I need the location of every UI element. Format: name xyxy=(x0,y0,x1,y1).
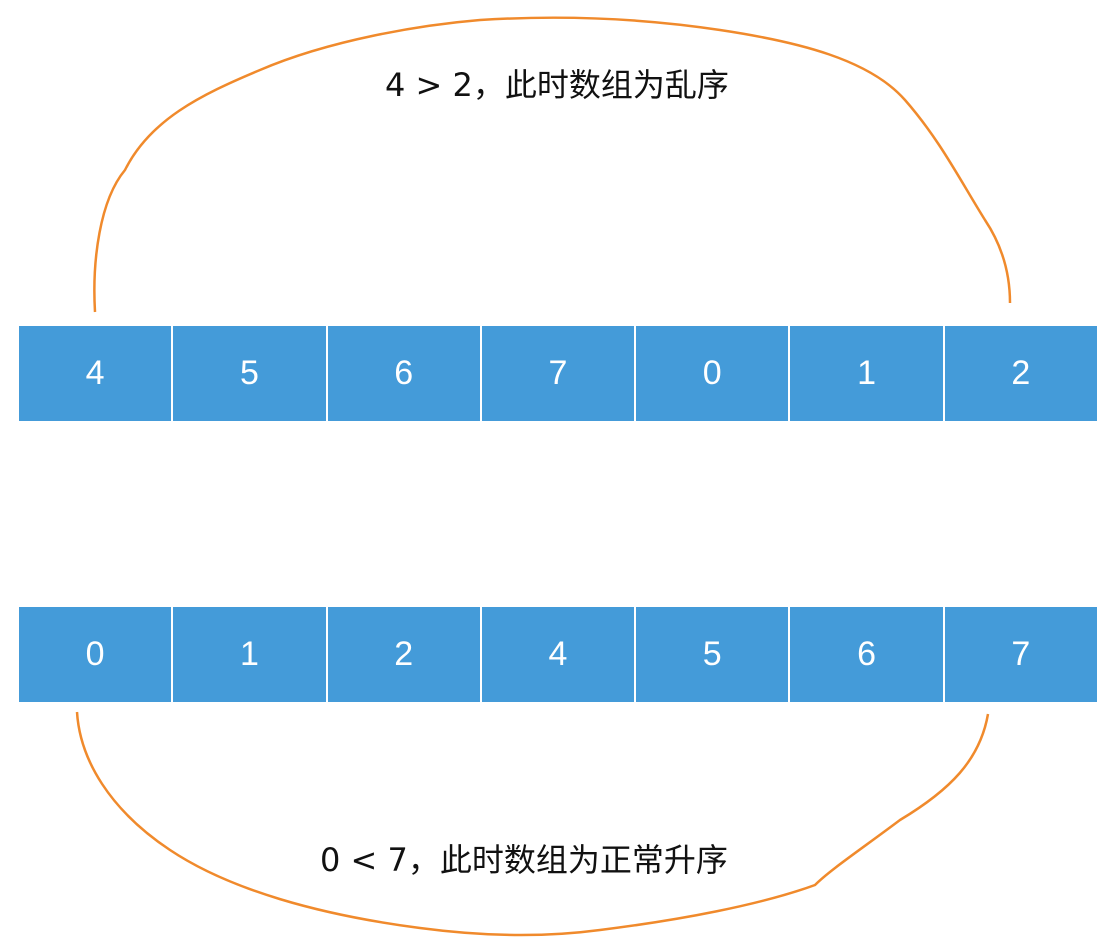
sorted-array: 0 1 2 4 5 6 7 xyxy=(19,607,1097,702)
array-cell: 2 xyxy=(944,326,1097,421)
top-connector-curve xyxy=(93,16,1012,313)
bottom-caption: 0 < 7，此时数组为正常升序 xyxy=(320,841,728,879)
array-cell: 6 xyxy=(790,607,943,702)
array-cell: 1 xyxy=(790,326,943,421)
array-cell: 4 xyxy=(19,326,172,421)
array-cell: 5 xyxy=(636,607,789,702)
bottom-connector-curve xyxy=(75,711,990,937)
array-cell: 0 xyxy=(636,326,789,421)
rotated-array: 4 5 6 7 0 1 2 xyxy=(19,326,1097,421)
array-cell: 7 xyxy=(944,607,1097,702)
array-cell: 1 xyxy=(173,607,326,702)
top-caption: 4 > 2，此时数组为乱序 xyxy=(385,66,729,104)
array-cell: 0 xyxy=(19,607,172,702)
array-cell: 5 xyxy=(173,326,326,421)
array-cell: 6 xyxy=(327,326,480,421)
array-cell: 2 xyxy=(327,607,480,702)
array-cell: 7 xyxy=(481,326,635,421)
array-cell: 4 xyxy=(481,607,635,702)
